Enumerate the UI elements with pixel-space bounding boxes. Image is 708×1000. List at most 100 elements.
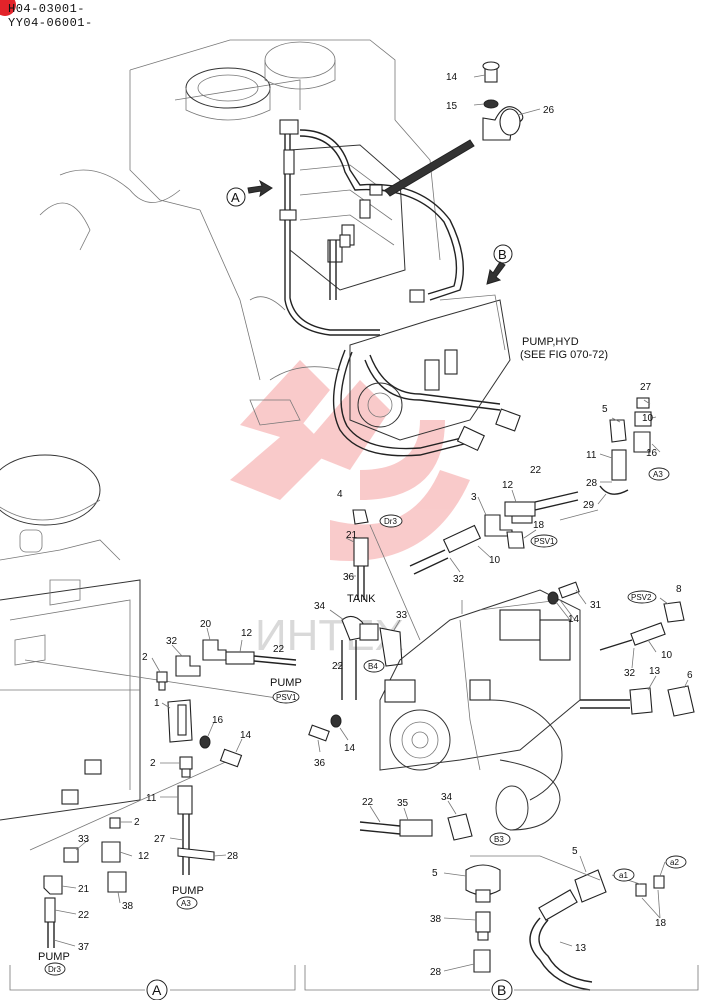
svg-text:34: 34 bbox=[441, 792, 453, 803]
svg-text:a1: a1 bbox=[619, 871, 628, 880]
svg-text:13: 13 bbox=[575, 943, 587, 954]
port-badges: Dr3 PSV1 PSV1 PSV2 A3 A3 B4 B3 a1 a2 Dr3 bbox=[44, 467, 687, 976]
svg-text:PSV1: PSV1 bbox=[276, 693, 297, 702]
svg-text:12: 12 bbox=[138, 851, 150, 862]
serial-range-2: YY04-06001- bbox=[8, 16, 93, 30]
svg-text:33: 33 bbox=[396, 610, 408, 621]
corner-marker bbox=[0, 0, 16, 16]
svg-text:Dr3: Dr3 bbox=[384, 517, 397, 526]
svg-text:22: 22 bbox=[362, 797, 374, 808]
fittings-right-bottom bbox=[443, 855, 666, 991]
hydraulic-pump-view-b bbox=[379, 589, 581, 831]
svg-text:36: 36 bbox=[314, 758, 326, 769]
svg-text:32: 32 bbox=[453, 574, 465, 585]
svg-text:21: 21 bbox=[78, 884, 90, 895]
svg-text:22: 22 bbox=[273, 644, 285, 655]
svg-text:28: 28 bbox=[227, 851, 239, 862]
svg-text:11: 11 bbox=[146, 793, 157, 804]
svg-text:21: 21 bbox=[346, 530, 358, 541]
svg-text:15: 15 bbox=[446, 101, 458, 112]
svg-text:14: 14 bbox=[344, 743, 356, 754]
part-callouts: 14 15 26 27 5 10 16 11 28 29 4 3 12 22 1… bbox=[78, 72, 693, 978]
svg-text:B4: B4 bbox=[368, 662, 378, 671]
pump-label-psv1: PUMP bbox=[270, 677, 302, 689]
svg-text:16: 16 bbox=[212, 715, 224, 726]
svg-text:A3: A3 bbox=[653, 470, 663, 479]
svg-text:3: 3 bbox=[471, 492, 477, 503]
svg-text:14: 14 bbox=[446, 72, 458, 83]
svg-text:29: 29 bbox=[583, 500, 595, 511]
view-bracket-b: B bbox=[304, 965, 699, 1000]
svg-text:18: 18 bbox=[533, 520, 545, 531]
fittings-right-top bbox=[409, 489, 579, 575]
fittings-right-mid bbox=[308, 581, 695, 753]
tank-lines bbox=[345, 509, 421, 641]
tank-label: TANK bbox=[347, 593, 376, 605]
svg-text:1: 1 bbox=[154, 698, 160, 709]
serial-range-1: H04-03001- bbox=[8, 2, 86, 16]
pump-label-dr3: PUMP bbox=[38, 951, 70, 963]
svg-text:5: 5 bbox=[572, 846, 578, 857]
svg-text:28: 28 bbox=[586, 478, 598, 489]
watermark-text: ИНТЕХ bbox=[255, 611, 404, 660]
b4-lines bbox=[329, 609, 403, 700]
svg-text:10: 10 bbox=[489, 555, 501, 566]
svg-text:22: 22 bbox=[78, 910, 90, 921]
clamp-detail bbox=[384, 61, 541, 197]
svg-text:28: 28 bbox=[430, 967, 442, 978]
svg-text:(SEE FIG 070-72): (SEE FIG 070-72) bbox=[520, 349, 608, 361]
svg-text:35: 35 bbox=[397, 798, 409, 809]
svg-text:22: 22 bbox=[332, 661, 344, 672]
svg-text:34: 34 bbox=[314, 601, 326, 612]
svg-text:33: 33 bbox=[78, 834, 90, 845]
svg-text:10: 10 bbox=[642, 413, 654, 424]
svg-text:37: 37 bbox=[78, 942, 90, 953]
svg-text:B: B bbox=[498, 247, 507, 262]
pump-hyd-note: PUMP,HYD (SEE FIG 070-72) bbox=[520, 336, 608, 361]
svg-text:27: 27 bbox=[640, 382, 652, 393]
svg-text:6: 6 bbox=[687, 670, 693, 681]
svg-text:PSV1: PSV1 bbox=[534, 537, 555, 546]
svg-text:31: 31 bbox=[590, 600, 602, 611]
svg-text:38: 38 bbox=[430, 914, 442, 925]
svg-text:13: 13 bbox=[649, 666, 661, 677]
svg-text:18: 18 bbox=[655, 918, 667, 929]
svg-text:27: 27 bbox=[154, 834, 166, 845]
svg-text:B: B bbox=[497, 982, 506, 998]
svg-text:A3: A3 bbox=[181, 899, 191, 908]
view-bracket-a: A bbox=[9, 965, 296, 1000]
svg-text:4: 4 bbox=[337, 489, 343, 500]
svg-text:5: 5 bbox=[432, 868, 438, 879]
svg-text:2: 2 bbox=[142, 652, 148, 663]
svg-text:20: 20 bbox=[200, 619, 212, 630]
svg-text:2: 2 bbox=[150, 758, 156, 769]
svg-text:22: 22 bbox=[530, 465, 542, 476]
view-a-parts bbox=[43, 627, 297, 948]
svg-text:a2: a2 bbox=[670, 858, 679, 867]
svg-text:PSV2: PSV2 bbox=[631, 593, 652, 602]
machine-frame-top bbox=[39, 39, 441, 426]
svg-text:8: 8 bbox=[676, 584, 682, 595]
hydraulic-pump-top bbox=[349, 294, 521, 452]
b3-lines bbox=[359, 800, 473, 841]
fittings-top bbox=[279, 119, 425, 303]
svg-text:38: 38 bbox=[122, 901, 134, 912]
svg-text:26: 26 bbox=[543, 105, 555, 116]
fittings-a3 bbox=[559, 397, 661, 521]
svg-text:14: 14 bbox=[240, 730, 252, 741]
svg-text:11: 11 bbox=[586, 450, 597, 461]
view-arrow-a: A bbox=[226, 179, 273, 207]
svg-text:2: 2 bbox=[134, 817, 140, 828]
svg-text:32: 32 bbox=[624, 668, 636, 679]
svg-text:12: 12 bbox=[502, 480, 514, 491]
svg-text:12: 12 bbox=[241, 628, 253, 639]
svg-text:Dr3: Dr3 bbox=[48, 965, 61, 974]
control-valve-block bbox=[289, 144, 406, 291]
view-arrow-b: B bbox=[486, 244, 513, 285]
pump-label-a3: PUMP bbox=[172, 885, 204, 897]
svg-text:16: 16 bbox=[646, 448, 658, 459]
svg-text:5: 5 bbox=[602, 404, 608, 415]
hose-routing-top bbox=[284, 129, 501, 457]
svg-text:B3: B3 bbox=[494, 835, 504, 844]
svg-text:36: 36 bbox=[343, 572, 355, 583]
